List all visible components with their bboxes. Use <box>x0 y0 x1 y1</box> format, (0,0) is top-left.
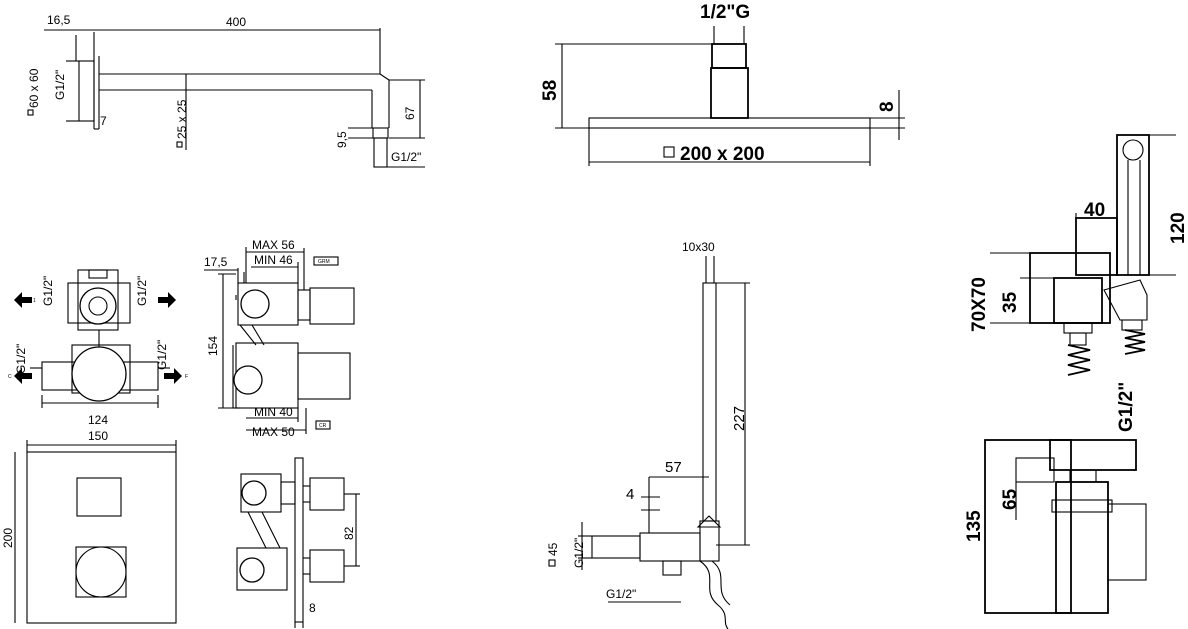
tag-grm: GRM <box>318 259 330 265</box>
wall-outlet-drawing: 40 120 70X70 35 G1/2" 65 135 <box>964 134 1188 614</box>
dim-150: 150 <box>88 429 108 443</box>
valve-thread-d: G1/2" <box>155 340 169 370</box>
dim-82: 82 <box>342 526 356 540</box>
port-f: F <box>185 374 188 380</box>
dim-60x60: 60 x 60 <box>27 68 41 108</box>
face-plate-drawing: 150 200 <box>1 429 177 624</box>
outlet-thread: G1/2" <box>1116 382 1137 432</box>
hand-shower-drawing: 10x30 227 57 4 45 G1/2" G1/2" <box>546 240 750 629</box>
dim-58: 58 <box>540 80 561 101</box>
valve-thread-b: G1/2" <box>135 276 149 306</box>
dim-120: 120 <box>1168 212 1188 244</box>
dim-227: 227 <box>731 406 748 431</box>
dim-45: 45 <box>546 542 560 556</box>
hand-thread-bottom: G1/2" <box>606 587 636 601</box>
port-c: C <box>8 374 12 380</box>
dim-124: 124 <box>88 413 108 427</box>
dim-35: 35 <box>1000 291 1021 313</box>
dim-40: 40 <box>1084 200 1105 221</box>
min-46: MIN 46 <box>254 253 293 267</box>
shower-arm-drawing: 16,5 400 60 x 60 G1/2" 7 25 x 25 67 9,5 … <box>27 13 425 168</box>
valve-thread-c: G1/2" <box>14 344 28 374</box>
dim-9-5: 9,5 <box>335 131 349 148</box>
dim-65: 65 <box>1000 488 1021 510</box>
dim-10x30: 10x30 <box>682 240 715 254</box>
head-thread: 1/2"G <box>700 2 750 23</box>
max-50: MAX 50 <box>252 425 295 439</box>
port-1: 1 <box>33 298 36 304</box>
dim-70x70: 70X70 <box>969 277 990 332</box>
dim-7: 7 <box>100 114 107 128</box>
tag-cr: CR <box>319 423 327 429</box>
dim-25x25: 25 x 25 <box>175 99 189 139</box>
dim-8-plate: 8 <box>309 601 316 615</box>
dim-400: 400 <box>226 15 246 29</box>
dim-200: 200 <box>1 528 15 548</box>
arm-thread-left: G1/2" <box>53 70 67 100</box>
port-2: 2 <box>170 298 173 304</box>
dim-57: 57 <box>665 459 682 476</box>
dim-8-head: 8 <box>877 101 898 112</box>
dim-4: 4 <box>626 486 634 503</box>
max-56: MAX 56 <box>252 238 295 252</box>
valve-front-drawing: G1/2" G1/2" G1/2" G1/2" 124 1 2 C F <box>8 269 188 427</box>
valve-side-drawing: MAX 56 MIN 46 17,5 154 MIN 40 MAX 50 GRM… <box>204 238 355 439</box>
dim-67: 67 <box>403 106 417 120</box>
shower-head-drawing: 1/2"G 58 8 200 x 200 <box>540 2 905 166</box>
arm-thread-right: G1/2" <box>391 150 421 164</box>
hand-thread-side: G1/2" <box>572 538 586 568</box>
head-size: 200 x 200 <box>680 144 765 165</box>
dim-16-5: 16,5 <box>47 13 71 27</box>
dim-154: 154 <box>206 336 220 356</box>
valve-plate-side-drawing: 82 8 <box>236 457 360 628</box>
dim-135: 135 <box>964 510 985 542</box>
dim-17-5: 17,5 <box>204 255 228 269</box>
valve-thread-a: G1/2" <box>41 276 55 306</box>
min-40: MIN 40 <box>254 405 293 419</box>
